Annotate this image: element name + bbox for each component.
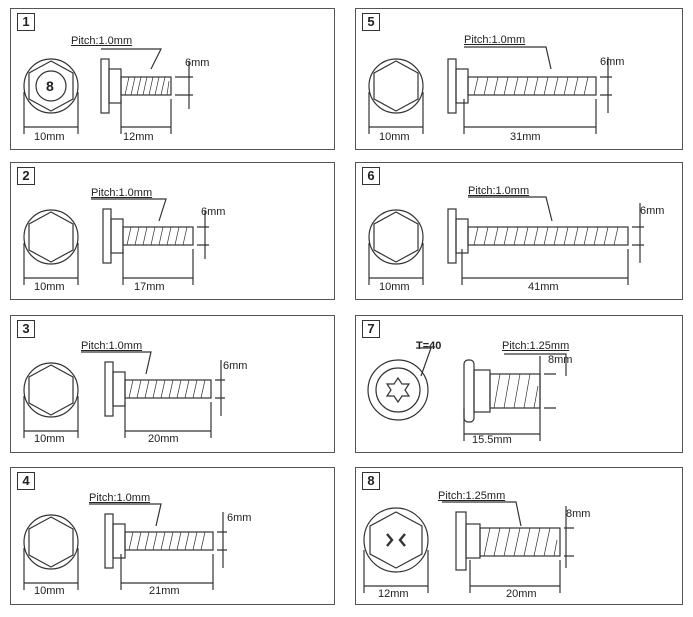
bolt-panel-2: 2 Pitch:1.0mm 6mm 10mm 17mm: [10, 162, 335, 300]
diameter-label: 6mm: [223, 360, 248, 372]
head-width-label: 10mm: [379, 281, 410, 293]
pitch-label: Pitch:1.0mm: [81, 340, 143, 352]
bolt-drawing: [368, 196, 644, 285]
length-label: 20mm: [148, 433, 179, 445]
bolt-panel-4: 4 Pitch:1.0mm 6mm 10mm 21mm: [10, 467, 335, 605]
length-label: 21mm: [149, 585, 180, 597]
length-label: 17mm: [134, 281, 165, 293]
pitch-label: Pitch:1.0mm: [71, 35, 133, 47]
diameter-label: 6mm: [640, 205, 665, 217]
pitch-label: Pitch:1.0mm: [91, 187, 153, 199]
pitch-label: Pitch:1.0mm: [464, 34, 526, 46]
panel-number: 5: [362, 13, 380, 31]
bolt-drawing: [23, 351, 225, 438]
bolt-head-marking: 8: [46, 78, 54, 94]
panel-number: 3: [17, 320, 35, 338]
torx-size-label: T=40: [416, 340, 442, 352]
bolt-panel-8: 8 Pitch:1.25mm 8mm 12mm 20mm: [355, 467, 683, 605]
head-width-label: 10mm: [34, 131, 65, 143]
diameter-label: 6mm: [227, 512, 252, 524]
diameter-label: 8mm: [566, 508, 591, 520]
bolt-panel-7: 7 T=40 Pitch:1.25mm 8mm 15.5mm: [355, 315, 683, 453]
panel-number: 6: [362, 167, 380, 185]
length-label: 12mm: [123, 131, 154, 143]
length-label: 41mm: [528, 281, 559, 293]
panel-number: 7: [362, 320, 380, 338]
pitch-label: Pitch:1.25mm: [502, 340, 570, 352]
pitch-label: Pitch:1.25mm: [438, 490, 506, 502]
head-width-label: 10mm: [34, 281, 65, 293]
pitch-label: Pitch:1.0mm: [468, 185, 530, 197]
panel-number: 2: [17, 167, 35, 185]
bolt-panel-1: 1 8 Pitch:1.0mm 6mm 10mm 12mm: [10, 8, 335, 150]
bolt-drawing: [23, 48, 193, 134]
head-width-label: 10mm: [379, 131, 410, 143]
diameter-label: 6mm: [201, 206, 226, 218]
head-width-label: 12mm: [378, 588, 409, 600]
bolt-drawing: [368, 46, 612, 134]
diameter-label: 8mm: [548, 354, 573, 366]
pitch-label: Pitch:1.0mm: [89, 492, 151, 504]
bolt-drawing: [367, 347, 567, 441]
bolt-panel-6: 6 Pitch:1.0mm 6mm 10mm 41mm: [355, 162, 683, 300]
panel-number: 4: [17, 472, 35, 490]
panel-number: 8: [362, 472, 380, 490]
head-width-label: 10mm: [34, 585, 65, 597]
head-width-label: 10mm: [34, 433, 65, 445]
bolt-drawing: [363, 501, 574, 593]
diameter-label: 6mm: [600, 56, 625, 68]
panel-number: 1: [17, 13, 35, 31]
length-label: 31mm: [510, 131, 541, 143]
length-label: 20mm: [506, 588, 537, 600]
bolt-drawing: [23, 503, 227, 590]
bolt-panel-3: 3 Pitch:1.0mm 6mm 10mm 20mm: [10, 315, 335, 453]
length-label: 15.5mm: [472, 434, 512, 446]
bolt-panel-5: 5 Pitch:1.0mm 6mm 10mm 31mm: [355, 8, 683, 150]
bolt-drawing: [23, 198, 209, 285]
diameter-label: 6mm: [185, 57, 210, 69]
